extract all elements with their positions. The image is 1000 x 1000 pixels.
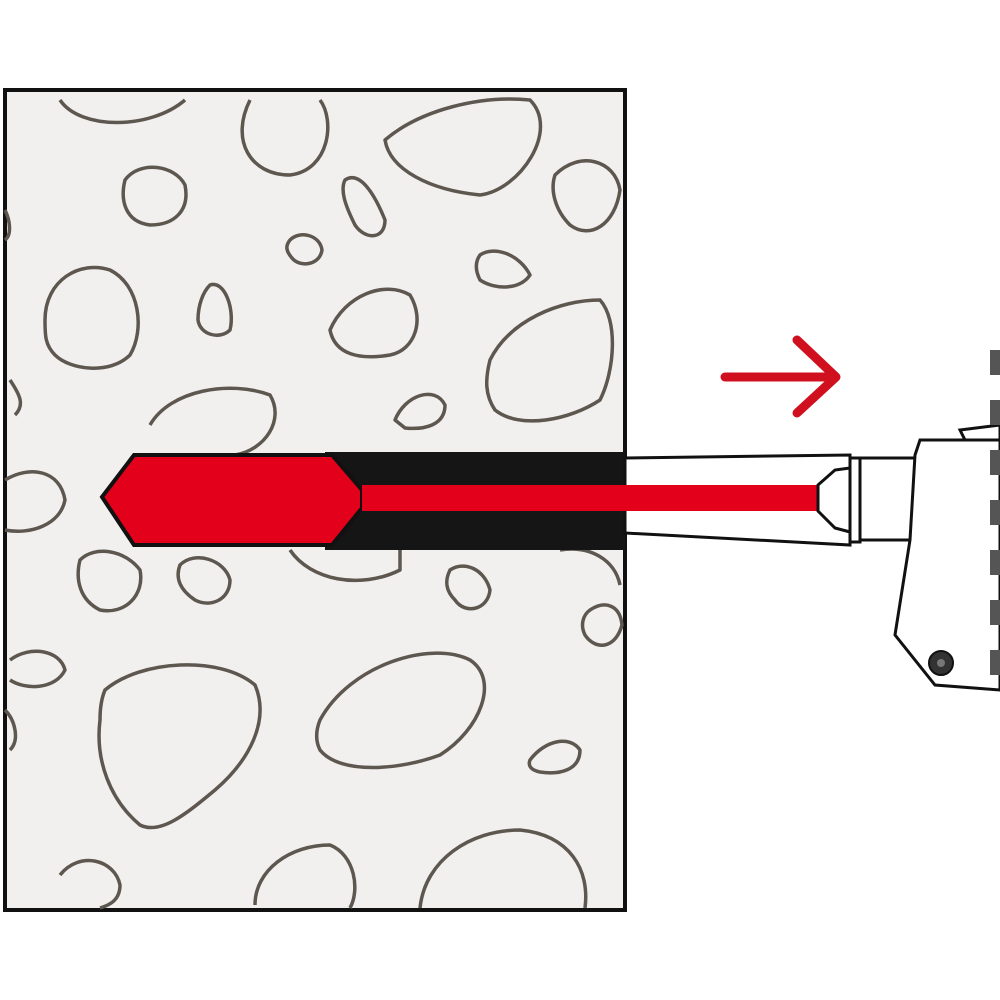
pebble-outline xyxy=(3,209,12,242)
mortar-fill xyxy=(99,453,364,547)
pebble-outline xyxy=(43,265,140,370)
pebble-outline xyxy=(196,282,233,337)
pebble-outline xyxy=(393,392,447,431)
gun-edge-dash xyxy=(990,350,1000,375)
gun-edge-dashes xyxy=(990,350,1000,675)
gun-edge-dash xyxy=(990,400,1000,425)
pebble-outline xyxy=(288,549,402,583)
pebble-outline xyxy=(58,858,122,910)
gun-edge-dash xyxy=(990,500,1000,525)
gun-top-clip xyxy=(957,423,1000,442)
aggregate-pebbles xyxy=(3,97,624,910)
arrow-right-icon xyxy=(720,335,841,418)
pebble-outline xyxy=(383,97,543,197)
pebble-outline xyxy=(285,233,324,266)
pebble-outline xyxy=(58,98,187,125)
pebble-outline xyxy=(176,556,232,605)
pebble-outline xyxy=(551,159,622,233)
dispenser-gun xyxy=(893,350,1000,692)
gun-body xyxy=(893,438,1000,692)
mixer-nozzle xyxy=(362,453,917,547)
pebble-outline xyxy=(76,549,143,613)
pebble-outline xyxy=(148,386,277,457)
pebble-outline xyxy=(474,249,532,289)
gun-edge-dash xyxy=(990,650,1000,675)
pebble-outline xyxy=(527,739,582,775)
nozzle-thread xyxy=(858,456,917,542)
pebble-outline xyxy=(240,98,330,177)
pebble-outline xyxy=(341,176,387,238)
pebble-outline xyxy=(8,379,23,417)
pebble-outline xyxy=(121,165,188,227)
pebble-outline xyxy=(8,649,67,689)
pebble-outline xyxy=(314,651,487,770)
gun-edge-dash xyxy=(990,600,1000,625)
pebble-outline xyxy=(418,828,588,909)
pebble-outline xyxy=(484,298,615,423)
pebble-outline xyxy=(253,843,357,909)
mortar-in-nozzle xyxy=(362,485,818,511)
pebble-outline xyxy=(3,708,18,752)
pebble-outline xyxy=(328,287,419,359)
pebble-outline xyxy=(580,603,624,647)
gun-screw-center xyxy=(937,659,945,667)
gun-edge-dash xyxy=(990,450,1000,475)
pebble-outline xyxy=(97,663,262,830)
gun-edge-dash xyxy=(990,550,1000,575)
pebble-outline xyxy=(444,564,492,611)
pebble-outline xyxy=(4,470,67,533)
